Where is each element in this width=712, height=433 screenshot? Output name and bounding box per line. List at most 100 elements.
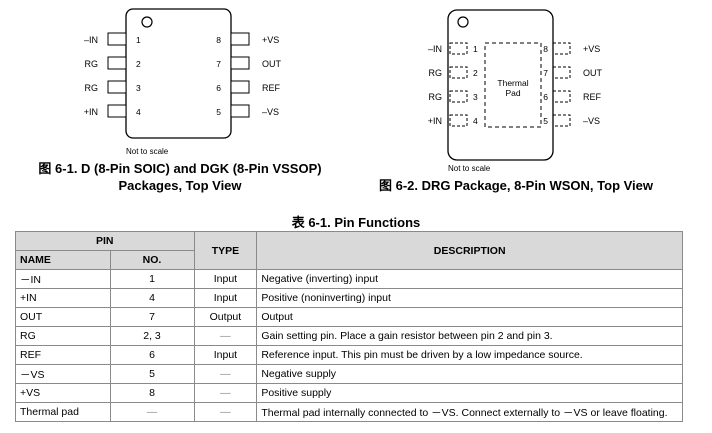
figure-6-1-caption: 图 6-1. D (8-Pin SOIC) and DGK (8-Pin VSS…: [20, 160, 340, 194]
figure-6-2-caption: 图 6-2. DRG Package, 8-Pin WSON, Top View: [378, 178, 654, 193]
soic-right-pin-name: REF: [262, 83, 281, 93]
cell-description: Positive supply: [256, 383, 683, 403]
soic-lead-8: [230, 32, 250, 46]
soic-left-pin-num: 1: [136, 35, 141, 45]
wson-right-pin-name: REF: [583, 92, 602, 102]
table-row: －IN 1 Input Negative (inverting) input: [15, 269, 683, 289]
wson-right-pin-num: 5: [543, 116, 548, 126]
wson-left-pin-name: +IN: [428, 116, 442, 126]
cell-description: Thermal pad internally connected to －VS.…: [256, 402, 683, 422]
wson-left-pin-name: RG: [429, 92, 443, 102]
figure-6-1-caption-line1: 图 6-1. D (8-Pin SOIC) and DGK (8-Pin VSS…: [38, 161, 322, 176]
soic-lead-2: [107, 56, 127, 70]
pin-functions-table: PIN TYPE DESCRIPTION NAME NO. －IN 1 Inpu…: [15, 231, 683, 422]
wson-pad-3: [449, 90, 468, 103]
wson-right-pin-num: 7: [543, 68, 548, 78]
cell-no: 7: [109, 307, 195, 327]
soic-left-pin-name: RG: [85, 59, 99, 69]
cell-type: —: [193, 326, 258, 346]
wson-pad-2: [449, 66, 468, 79]
thermal-pad-label: Thermal: [497, 78, 528, 88]
soic-scale-note: Not to scale: [126, 147, 169, 156]
figure-6-1-caption-line2: Packages, Top View: [118, 178, 242, 193]
wson-package-diagram: Thermal Pad –IN RG RG +IN 1 2 3 4 8 7 6 …: [428, 9, 603, 173]
cell-type: Input: [193, 288, 258, 308]
table-row: +VS 8 — Positive supply: [15, 383, 683, 403]
cell-description: Output: [256, 307, 683, 327]
cell-name: REF: [15, 345, 111, 365]
table-row: RG 2, 3 — Gain setting pin. Place a gain…: [15, 326, 683, 346]
soic-package-diagram: –IN RG RG +IN 1 2 3 4 8 7 6 5 +VS OUT RE…: [84, 8, 282, 156]
soic-right-pin-num: 8: [216, 35, 221, 45]
wson-right-pin-name: OUT: [583, 68, 603, 78]
soic-left-pin-num: 3: [136, 83, 141, 93]
wson-left-pin-name: –IN: [428, 44, 442, 54]
cell-no: 2, 3: [109, 326, 195, 346]
cell-name: Thermal pad: [15, 402, 111, 422]
table-title: 表 6-1. Pin Functions: [291, 215, 421, 230]
cell-name: －IN: [15, 269, 111, 289]
cell-type: Input: [193, 345, 258, 365]
wson-pad-5: [552, 114, 571, 127]
cell-name: +VS: [15, 383, 111, 403]
soic-lead-4: [107, 104, 127, 118]
wson-left-pin-name: RG: [429, 68, 443, 78]
cell-no: 6: [109, 345, 195, 365]
soic-lead-6: [230, 80, 250, 94]
cell-type: —: [193, 383, 258, 403]
soic-left-pin-name: RG: [85, 83, 99, 93]
soic-right-pin-name: +VS: [262, 35, 279, 45]
wson-left-pin-num: 3: [473, 92, 478, 102]
soic-package-body: [125, 8, 232, 139]
pin1-marker-icon: [141, 16, 153, 28]
wson-pad-1: [449, 42, 468, 55]
soic-left-pin-num: 2: [136, 59, 141, 69]
cell-type: Input: [193, 269, 258, 289]
soic-lead-1: [107, 32, 127, 46]
cell-description: Negative supply: [256, 364, 683, 384]
header-description: DESCRIPTION: [256, 231, 683, 270]
wson-package-body: [447, 9, 554, 161]
cell-type: Output: [193, 307, 258, 327]
cell-no: 8: [109, 383, 195, 403]
cell-no: 5: [109, 364, 195, 384]
cell-description: Gain setting pin. Place a gain resistor …: [256, 326, 683, 346]
wson-left-pin-num: 2: [473, 68, 478, 78]
wson-right-pin-num: 6: [543, 92, 548, 102]
header-no: NO.: [109, 250, 195, 270]
soic-lead-7: [230, 56, 250, 70]
thermal-pad-label: Pad: [505, 88, 520, 98]
table-row: Thermal pad — — Thermal pad internally c…: [15, 402, 683, 422]
soic-left-pin-name: +IN: [84, 107, 98, 117]
wson-pad-6: [552, 90, 571, 103]
wson-left-pin-num: 4: [473, 116, 478, 126]
wson-right-pin-name: +VS: [583, 44, 600, 54]
wson-right-pin-name: –VS: [583, 116, 600, 126]
thermal-pad-outline: [484, 42, 542, 128]
cell-no: 1: [109, 269, 195, 289]
header-name: NAME: [15, 250, 111, 270]
header-pin: PIN: [15, 231, 195, 251]
cell-description: Positive (noninverting) input: [256, 288, 683, 308]
cell-type: —: [193, 402, 258, 422]
cell-description: Negative (inverting) input: [256, 269, 683, 289]
soic-left-pin-name: –IN: [84, 35, 98, 45]
cell-no: —: [109, 402, 195, 422]
soic-left-pin-num: 4: [136, 107, 141, 117]
cell-no: 4: [109, 288, 195, 308]
wson-pad-8: [552, 42, 571, 55]
wson-pad-4: [449, 114, 468, 127]
soic-right-pin-name: –VS: [262, 107, 279, 117]
cell-name: OUT: [15, 307, 111, 327]
table-row: OUT 7 Output Output: [15, 307, 683, 327]
cell-name: RG: [15, 326, 111, 346]
cell-type: —: [193, 364, 258, 384]
cell-description: Reference input. This pin must be driven…: [256, 345, 683, 365]
table-row: －VS 5 — Negative supply: [15, 364, 683, 384]
cell-name: +IN: [15, 288, 111, 308]
cell-name: －VS: [15, 364, 111, 384]
soic-right-pin-num: 5: [216, 107, 221, 117]
wson-right-pin-num: 8: [543, 44, 548, 54]
soic-right-pin-name: OUT: [262, 59, 282, 69]
soic-right-pin-num: 7: [216, 59, 221, 69]
